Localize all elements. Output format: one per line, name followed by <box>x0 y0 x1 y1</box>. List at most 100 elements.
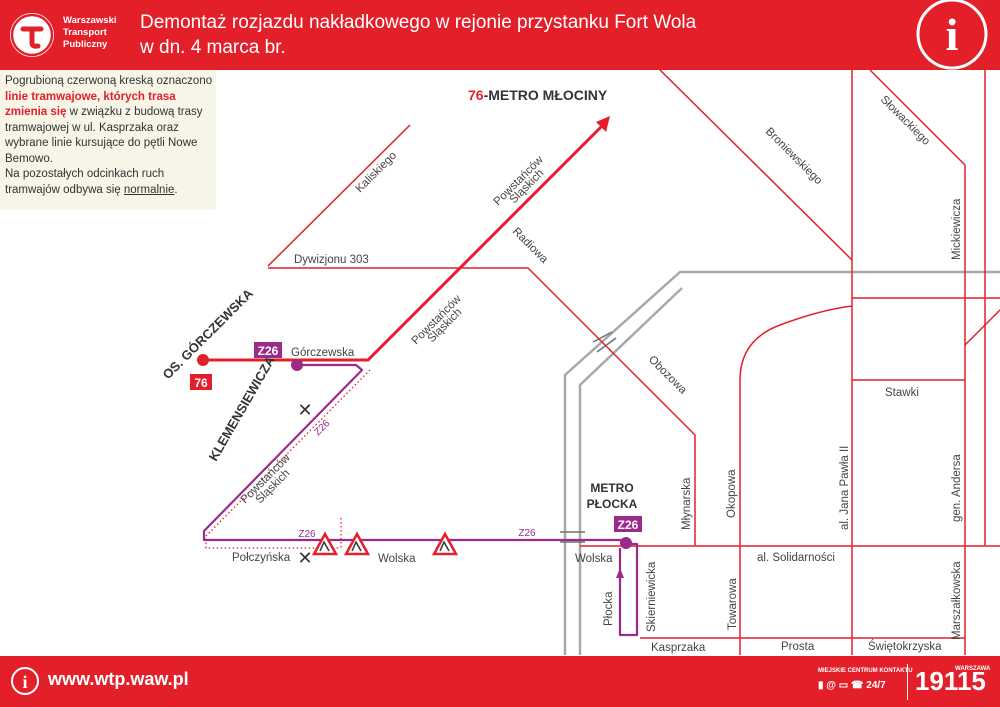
street-towarowa: Towarowa <box>727 578 739 630</box>
info-icon[interactable]: i <box>915 0 989 74</box>
street-prosta: Prosta <box>781 641 815 653</box>
wtp-logo-icon <box>10 13 54 57</box>
logo-line-3: Publiczny <box>63 39 108 50</box>
crossing-wolska <box>560 531 585 543</box>
street-stawki: Stawki <box>885 387 919 399</box>
footer-divider <box>907 664 908 700</box>
street-kaliskiego: Kaliskiego <box>354 150 400 196</box>
stop-metro-plocka[interactable] <box>620 537 632 549</box>
closed-icon: ✕ <box>297 548 312 568</box>
route-label-z26: Z26 <box>518 528 536 539</box>
hotline-number[interactable]: 19115 <box>915 666 986 696</box>
street-okopowa: Okopowa <box>726 469 738 518</box>
badge-z26-label: Z26 <box>618 518 639 532</box>
street-polczynska: Połczyńska <box>232 552 291 564</box>
terminus-metro-plocka-line2: PŁOCKA <box>587 497 638 511</box>
line-broniewskiego <box>659 70 853 261</box>
street-radiowa: Radiowa <box>510 226 551 267</box>
route-76-arrow-icon <box>596 116 610 132</box>
street-gorczewska: Górczewska <box>291 347 355 359</box>
badge-z26 <box>614 516 642 532</box>
line-okopowa <box>739 305 853 546</box>
route-z26-main <box>202 363 625 542</box>
roadwork-sign-icon <box>311 531 339 556</box>
badge-z26 <box>254 342 282 358</box>
street-marszalkowska: Marszałkowska <box>951 561 963 640</box>
legend-note-text: Pogrubioną czerwoną kreską oznaczono lin… <box>5 74 213 198</box>
route-76-dest: -METRO MŁOCINY <box>484 87 608 103</box>
page-title: Demontaż rozjazdu nakładkowego w rejonie… <box>140 10 696 60</box>
street-dywizjonu: Dywizjonu 303 <box>294 254 369 266</box>
logo-line-2: Transport <box>63 27 107 38</box>
terminus-metro-plocka-line1: METRO <box>590 481 633 495</box>
street-broniewskiego: Broniewskiego <box>763 126 824 187</box>
badge-z26-label: Z26 <box>258 344 279 358</box>
roadwork-sign-icon <box>343 531 371 556</box>
roadwork-sign-icon <box>431 531 459 556</box>
line-slowackiego-mickiewicza <box>869 70 966 546</box>
street-slowackiego: Słowackiego <box>878 94 932 148</box>
contact-center-label: MIEJSKIE CENTRUM KONTAKTU <box>818 668 913 674</box>
tram-map: ✕ ✕ 76 Z26 Z26 76-METRO MŁOCINY OS. GÓRC… <box>160 70 1000 655</box>
footer-info-shape: i <box>11 667 39 695</box>
note-part-1: Pogrubioną czerwoną kreską oznaczono <box>5 75 213 87</box>
line-kaliskiego <box>267 124 411 267</box>
dotted-route-outline <box>205 369 371 549</box>
tram-lines-thin <box>267 70 1000 655</box>
badge-76 <box>190 374 212 390</box>
railway-branch <box>578 287 683 655</box>
route-label-z26: Z26 <box>298 529 316 540</box>
route-76-number: 76 <box>468 87 484 103</box>
railway-lines <box>563 270 1000 655</box>
title-line-1: Demontaż rozjazdu nakładkowego w rejonie… <box>140 12 697 33</box>
street-swietokrzyska: Świętokrzyska <box>868 640 942 653</box>
line-east-2 <box>964 309 1000 346</box>
railway-crossings <box>560 331 617 543</box>
logo-line-1: Warszawski <box>63 15 117 26</box>
note-part-5: normalnie <box>123 183 175 196</box>
website-link[interactable]: www.wtp.waw.pl <box>48 669 189 689</box>
route-label-z26: Z26 <box>312 418 332 438</box>
stop-klemensiewicza[interactable] <box>291 359 303 371</box>
route-76-path <box>203 121 607 362</box>
terminus-os-gorczewska: OS. GÓRCZEWSKA <box>160 285 257 382</box>
street-jana-pawla: al. Jana Pawła II <box>839 446 851 530</box>
dotted-outline-path <box>205 369 371 549</box>
route-z26-loop <box>618 542 639 637</box>
street-andersa: gen. Andersa <box>951 454 963 522</box>
badge-76-label: 76 <box>194 376 208 390</box>
line-dywizjonu-radiowa-obozowa <box>268 267 696 546</box>
terminus-klemensiewicza: KLEMENSIEWICZA <box>206 353 279 464</box>
crossing-obozowa <box>592 331 617 353</box>
route-76-destination: 76-METRO MŁOCINY <box>468 87 608 103</box>
railway-main <box>563 270 1000 655</box>
footer-info-symbol: i <box>22 672 27 692</box>
closed-icon: ✕ <box>297 400 312 420</box>
contact-channels: ▮ @ ▭ ☎ 24/7 <box>818 680 886 691</box>
street-kasprzaka: Kasprzaka <box>651 642 706 654</box>
footer-bar: i www.wtp.waw.pl MIEJSKIE CENTRUM KONTAK… <box>0 656 1000 707</box>
note-part-3: w związku z budową trasy tramwajowej w u… <box>5 106 203 165</box>
route-z26-arrow-icon <box>616 568 624 578</box>
street-wolska-2: Wolska <box>575 553 613 565</box>
header-bar: Warszawski Transport Publiczny Demontaż … <box>0 0 1000 70</box>
street-plocka: Płocka <box>603 591 615 626</box>
route-76 <box>203 121 607 362</box>
note-part-2: linie tramwajowe, których trasa zmienia … <box>5 90 176 119</box>
street-mlynarska: Młynarska <box>681 477 693 530</box>
street-wolska-1: Wolska <box>378 553 416 565</box>
street-mickiewicza: Mickiewicza <box>951 198 963 260</box>
footer-info-icon: i <box>10 666 40 696</box>
street-solidarnosci: al. Solidarności <box>757 552 835 564</box>
route-z26 <box>202 363 639 637</box>
street-obozowa: Obozowa <box>646 354 689 397</box>
info-circle-shape: i <box>916 0 988 70</box>
note-part-6: . <box>174 183 178 196</box>
hotline-city: WARSZAWA <box>955 666 991 672</box>
street-skierniewicka: Skierniewicka <box>646 561 658 632</box>
stop-os-gorczewska[interactable] <box>197 354 209 366</box>
note-part-4: Na pozostałych odcinkach ruch tramwajów … <box>5 168 165 196</box>
info-symbol: i <box>946 9 959 60</box>
wtp-logo[interactable] <box>10 13 54 57</box>
title-line-2: w dn. 4 marca br. <box>140 37 286 58</box>
